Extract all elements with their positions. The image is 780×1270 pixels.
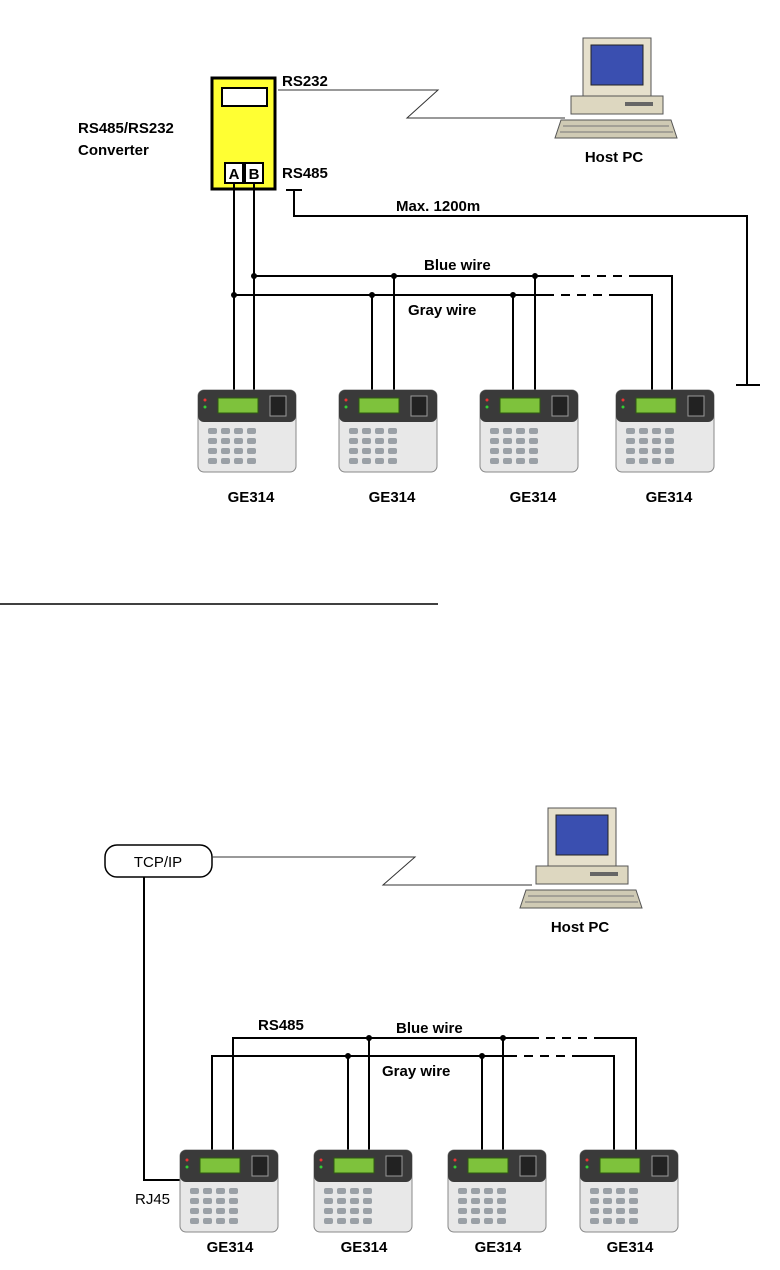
top-device-1 (198, 390, 296, 472)
top-device-label-3: GE314 (510, 489, 557, 506)
port-a-label: A (229, 166, 240, 183)
bottom-bus (212, 1035, 636, 1150)
port-b-label: B (249, 166, 260, 183)
bottom-host-pc-icon (520, 808, 642, 908)
host-pc-label: Host PC (585, 149, 644, 166)
tcpip-link (212, 857, 532, 885)
rj45-label: RJ45 (135, 1191, 170, 1208)
top-gray-wire-label: Gray wire (408, 302, 476, 319)
converter: A B (212, 78, 275, 189)
rs232-link (278, 90, 565, 118)
bottom-device-label-2: GE314 (341, 1239, 388, 1256)
top-device-label-1: GE314 (228, 489, 275, 506)
converter-label-line2: Converter (78, 142, 149, 159)
top-device-3 (480, 390, 578, 472)
rs232-label: RS232 (282, 73, 328, 90)
bottom-device-label-3: GE314 (475, 1239, 522, 1256)
bottom-device-label-4: GE314 (607, 1239, 654, 1256)
top-diagram: A B RS485/RS232 Converter RS232 RS485 Ho… (78, 38, 760, 506)
top-device-4 (616, 390, 714, 472)
bottom-device-3 (448, 1150, 546, 1232)
max-distance-label: Max. 1200m (396, 198, 480, 215)
tcpip-label: TCP/IP (134, 854, 182, 871)
top-device-2 (339, 390, 437, 472)
bottom-host-pc-label: Host PC (551, 919, 610, 936)
bottom-device-label-1: GE314 (207, 1239, 254, 1256)
bottom-device-4 (580, 1150, 678, 1232)
rs485-long-line (294, 190, 747, 385)
bottom-device-1 (180, 1150, 278, 1232)
bottom-diagram: TCP/IP Host PC RJ45 (105, 808, 678, 1256)
bottom-gray-wire-label: Gray wire (382, 1063, 450, 1080)
top-device-label-2: GE314 (369, 489, 416, 506)
bottom-device-2 (314, 1150, 412, 1232)
rs485-label: RS485 (282, 165, 328, 182)
top-device-label-4: GE314 (646, 489, 693, 506)
bottom-rs485-label: RS485 (258, 1017, 304, 1034)
host-pc-icon (555, 38, 677, 138)
converter-display (222, 88, 267, 106)
rj45-line (144, 877, 180, 1180)
top-blue-wire-label: Blue wire (424, 257, 491, 274)
converter-label-line1: RS485/RS232 (78, 120, 174, 137)
bottom-blue-wire-label: Blue wire (396, 1020, 463, 1037)
